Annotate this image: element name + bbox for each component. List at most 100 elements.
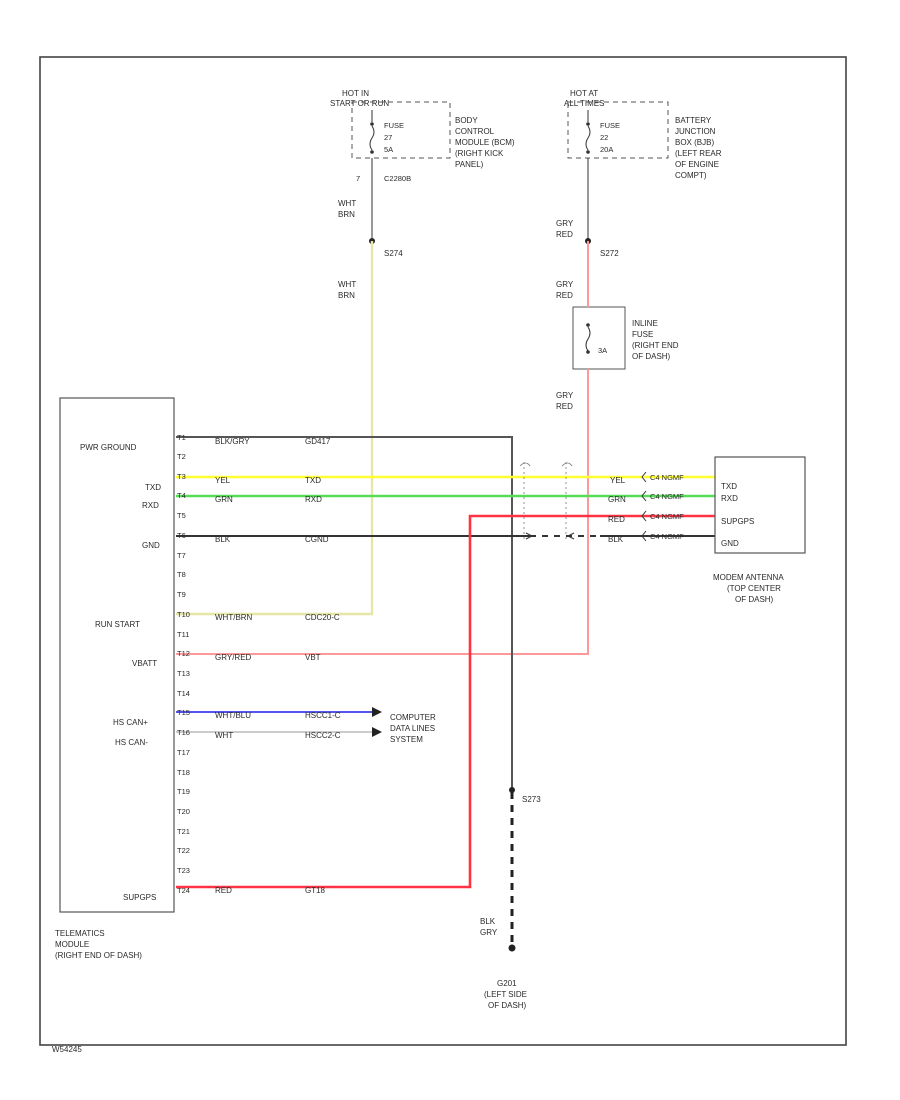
inline-fuse-box (572, 306, 626, 370)
module-pin-t10: T10 (177, 610, 190, 619)
splice-s273-dot (509, 787, 515, 793)
wire-label-red-2: RED (556, 291, 573, 300)
bcm-name-2: CONTROL (455, 127, 495, 136)
antenna-color-yel: YEL (610, 476, 626, 485)
wire-label-brn-1: BRN (338, 210, 355, 219)
module-pin-t12: T12 (177, 649, 190, 658)
module-pin-t14: T14 (177, 689, 190, 698)
fuse-symbol-icon (585, 326, 591, 352)
circuit-t15-color: WHT/BLU (215, 711, 251, 720)
pin-label-rxd: RXD (142, 501, 159, 510)
telematics-module: T1T2T3T4T5T6T7T8T9T10T11T12T13T14T15T16T… (55, 397, 190, 960)
bcm-fuse-terminal-bottom (370, 150, 374, 154)
bjb-fuse-label: FUSE (600, 121, 620, 130)
wire-wht-brn (176, 241, 374, 616)
module-pin-t7: T7 (177, 551, 186, 560)
diagram-frame (39, 56, 847, 1046)
bjb-box (567, 101, 669, 159)
wire-label-blk: BLK (480, 917, 496, 926)
module-pin-t24: T24 (177, 886, 190, 895)
wire-label-red-3: RED (556, 402, 573, 411)
circuit-t1-color: BLK/GRY (215, 437, 250, 446)
bcm-fuse-group: HOT IN START OR RUN FUSE 27 5A BODY CONT… (330, 89, 515, 240)
bjb-name-5: OF ENGINE (675, 160, 719, 169)
inline-fuse-name-4: OF DASH) (632, 352, 671, 361)
arrow-right-icon (372, 727, 382, 737)
antenna-name-2: (TOP CENTER (727, 584, 781, 593)
arrow-icon (525, 532, 534, 540)
arrow-right-icon (372, 707, 382, 717)
module-pin-t4: T4 (177, 491, 186, 500)
bcm-hot-label-1: HOT IN (342, 89, 369, 98)
circuit-t10-id: CDC20-C (305, 613, 340, 622)
bcm-fuse-amp: 5A (384, 145, 393, 154)
circuit-t3-id: TXD (305, 476, 321, 485)
inline-fuse-name-2: FUSE (632, 330, 653, 339)
bjb-fuse-amp: 20A (600, 145, 613, 154)
telematics-name-3: (RIGHT END OF DASH) (55, 951, 142, 960)
module-pin-t23: T23 (177, 866, 190, 875)
modem-antenna-box (714, 456, 806, 554)
module-pin-t19: T19 (177, 787, 190, 796)
shield-curve-icon (561, 462, 573, 467)
wire-label-gry-2: GRY (556, 280, 574, 289)
antenna-color-grn: GRN (608, 495, 626, 504)
computer-data-lines-3: SYSTEM (390, 735, 423, 744)
module-pin-t15: T15 (177, 708, 190, 717)
wire-gry-red (176, 369, 589, 655)
module-pin-t21: T21 (177, 827, 190, 836)
antenna-color-blk: BLK (608, 535, 624, 544)
antenna-pin-gnd: GND (721, 539, 739, 548)
module-pin-t5: T5 (177, 511, 186, 520)
antenna-color-red: RED (608, 515, 625, 524)
diagram-code: W54245 (52, 1045, 82, 1054)
connector-icon (641, 490, 647, 502)
fuse-symbol-icon (369, 125, 375, 151)
module-pin-t20: T20 (177, 807, 190, 816)
bcm-name-4: (RIGHT KICK (455, 149, 504, 158)
bcm-fuse-number: 27 (384, 133, 392, 142)
module-pin-t22: T22 (177, 846, 190, 855)
wire-blk-gry (176, 436, 513, 790)
module-pin-t9: T9 (177, 590, 186, 599)
module-pin-t11: T11 (177, 630, 189, 639)
shield-curve-icon (519, 462, 531, 467)
pin-label-gnd: GND (142, 541, 160, 550)
antenna-pin-supgps: SUPGPS (721, 517, 754, 526)
ground-g201-name-3: OF DASH) (488, 1001, 527, 1010)
module-pin-t13: T13 (177, 669, 190, 678)
pin-label-run-start: RUN START (95, 620, 140, 629)
bcm-hot-label-2: START OR RUN (330, 99, 389, 108)
circuit-t1-id: GD417 (305, 437, 331, 446)
circuit-t15-id: HSCC1-C (305, 711, 341, 720)
ground-g201-icon (508, 944, 516, 952)
module-pin-t6: T6 (177, 531, 186, 540)
bjb-fuse-number: 22 (600, 133, 608, 142)
pin-label-vbatt: VBATT (132, 659, 157, 668)
splice-s273-label: S273 (522, 795, 541, 804)
modem-antenna: YEL GRN RED BLK C4 NGMF C4 NGMF C4 NGMF … (608, 456, 806, 604)
pin-label-supgps: SUPGPS (123, 893, 156, 902)
bjb-fuse-terminal-bottom (586, 150, 590, 154)
pin-label-hs-can-minus: HS CAN- (115, 738, 148, 747)
module-pin-t3: T3 (177, 472, 186, 481)
circuit-t16-id: HSCC2-C (305, 731, 341, 740)
ground-g201-name-2: (LEFT SIDE (484, 990, 527, 999)
wire-label-gry-3: GRY (556, 391, 574, 400)
circuit-t6-id: CGND (305, 535, 329, 544)
splice-s274-label: S274 (384, 249, 403, 258)
circuit-t12-color: GRY/RED (215, 653, 252, 662)
bjb-hot-label-1: HOT AT (570, 89, 598, 98)
module-pin-t17: T17 (177, 748, 190, 757)
wire-label-gry: GRY (480, 928, 498, 937)
antenna-pin-txd: TXD (721, 482, 737, 491)
circuit-t4-id: RXD (305, 495, 322, 504)
antenna-name-1: MODEM ANTENNA (713, 573, 784, 582)
bjb-fuse-group: HOT AT ALL TIMES FUSE 22 20A BATTERY JUN… (564, 89, 722, 240)
bjb-name-2: JUNCTION (675, 127, 716, 136)
circuit-t12-id: VBT (305, 653, 321, 662)
inline-fuse-terminal-bottom (586, 350, 590, 354)
module-pin-t18: T18 (177, 768, 190, 777)
antenna-pin-rxd: RXD (721, 494, 738, 503)
pin-label-hs-can-plus: HS CAN+ (113, 718, 148, 727)
